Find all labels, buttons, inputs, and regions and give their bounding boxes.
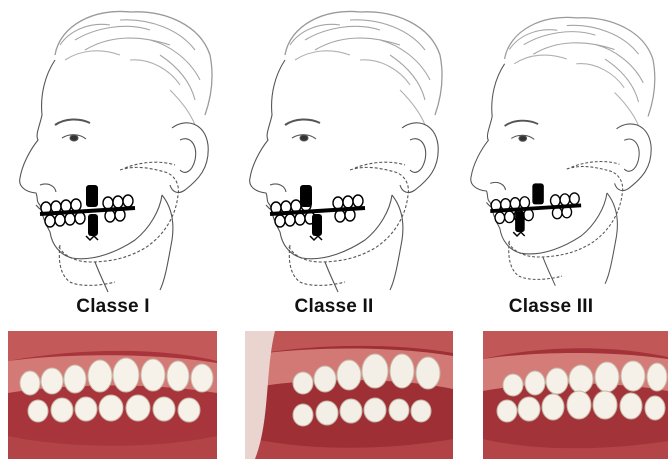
class-2-intraoral-photo (245, 331, 453, 459)
class-2-panel: Classe II (222, 0, 452, 459)
class-3-label: Classe III (451, 296, 651, 318)
class-2-head-illustration (230, 0, 460, 295)
class-1-label: Classe I (13, 296, 213, 318)
class-3-intraoral-photo (483, 331, 668, 459)
class-3-panel: Classe III (448, 0, 668, 459)
class-1-head-illustration (0, 0, 230, 295)
class-1-intraoral-photo (8, 331, 217, 459)
class-3-head-illustration (452, 0, 668, 295)
class-1-panel: Classe I (0, 0, 230, 459)
class-2-label: Classe II (234, 296, 434, 318)
